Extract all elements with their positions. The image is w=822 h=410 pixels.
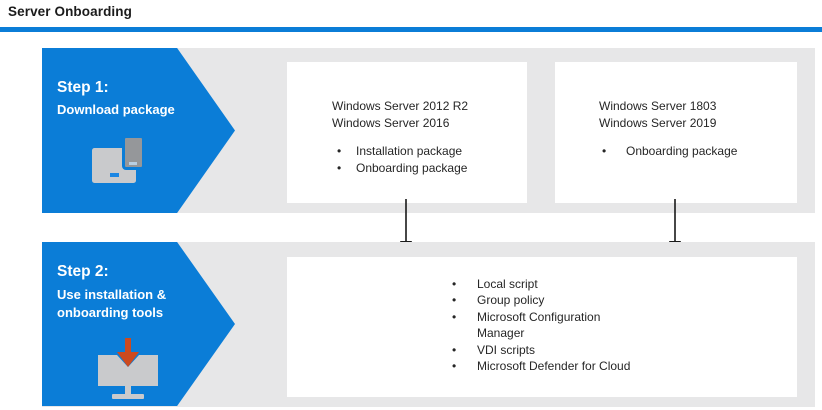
- step2-description-line1: Use installation &: [57, 287, 167, 302]
- os-title: Windows Server 2019: [599, 116, 717, 130]
- step2-description-line2: onboarding tools: [57, 305, 164, 320]
- os-title: Windows Server 2012 R2: [332, 99, 469, 113]
- package-list: Onboarding package: [602, 143, 737, 160]
- list-item: Microsoft Defender for Cloud: [452, 358, 639, 375]
- list-item: VDI scripts: [452, 342, 639, 359]
- os-title: Windows Server 1803: [599, 99, 717, 113]
- package-box-1803-2019: Windows Server 1803 Windows Server 2019 …: [555, 62, 797, 203]
- os-titles: Windows Server 1803 Windows Server 2019: [599, 98, 716, 132]
- list-item: Onboarding package: [337, 160, 467, 177]
- list-item: Group policy: [452, 292, 639, 309]
- list-item: Onboarding package: [602, 143, 737, 160]
- page-title: Server Onboarding: [8, 4, 132, 19]
- step2-label: Step 2:: [57, 263, 109, 280]
- os-title: Windows Server 2016: [332, 116, 450, 130]
- list-item: Microsoft Configuration Manager: [452, 309, 639, 342]
- os-titles: Windows Server 2012 R2 Windows Server 20…: [332, 98, 468, 132]
- tools-list: Local script Group policy Microsoft Conf…: [452, 276, 639, 375]
- devices-icon: [92, 135, 145, 183]
- title-divider: [0, 27, 822, 32]
- step1-description: Download package: [57, 102, 175, 117]
- list-item: Installation package: [337, 143, 467, 160]
- package-list: Installation package Onboarding package: [337, 143, 467, 177]
- onboarding-tools-box: Local script Group policy Microsoft Conf…: [287, 257, 797, 397]
- download-to-computer-icon: [98, 338, 158, 399]
- list-item: Local script: [452, 276, 639, 293]
- package-box-2012-2016: Windows Server 2012 R2 Windows Server 20…: [287, 62, 527, 203]
- step1-label: Step 1:: [57, 79, 109, 96]
